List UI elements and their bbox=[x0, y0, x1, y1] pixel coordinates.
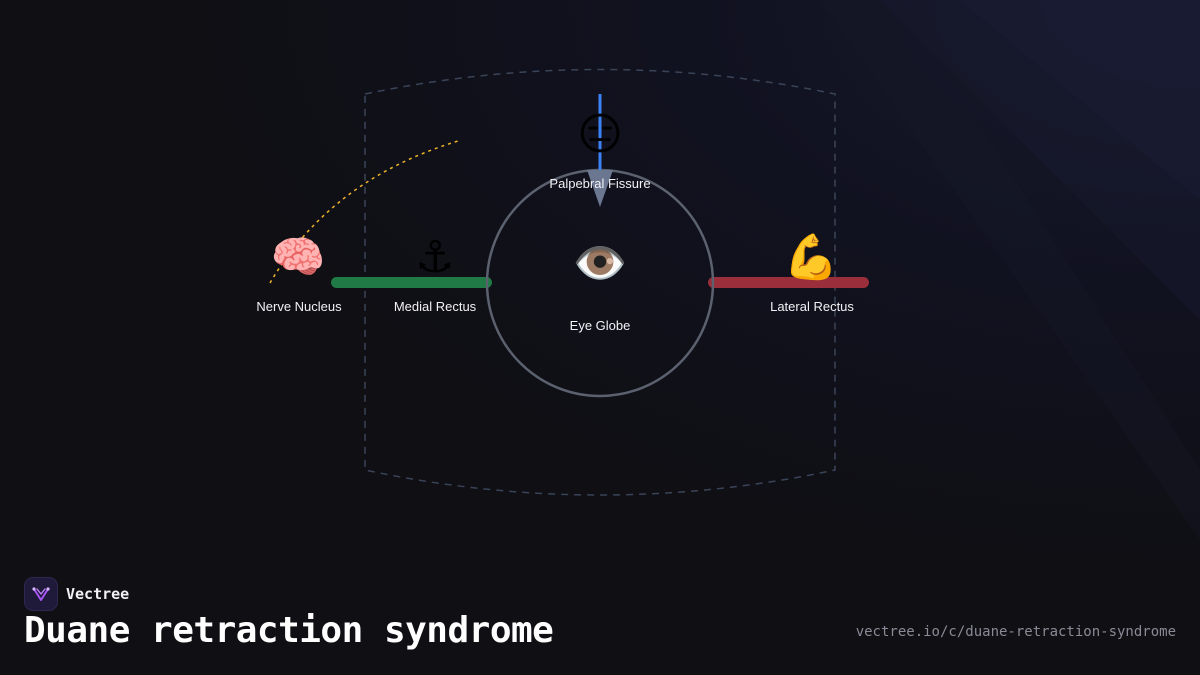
brand: Vectree bbox=[24, 577, 129, 611]
eye-icon: 👁️ bbox=[572, 238, 628, 289]
brain-icon: 🧠 bbox=[270, 232, 326, 283]
nerve-nucleus-label: Nerve Nucleus bbox=[256, 299, 342, 314]
brand-name: Vectree bbox=[66, 585, 130, 603]
orbit-outline bbox=[364, 68, 836, 496]
fissure-arrow bbox=[587, 170, 613, 207]
lateral-rectus-bar bbox=[708, 277, 869, 288]
medial-rectus-label: Medial Rectus bbox=[393, 299, 477, 314]
lateral-rectus-label: Lateral Rectus bbox=[770, 299, 854, 314]
expressionless-face-icon: 😑 bbox=[577, 109, 623, 160]
page-title: Duane retraction syndrome bbox=[24, 610, 554, 651]
eye-globe-label: Eye Globe bbox=[569, 318, 631, 333]
vectree-logo-icon bbox=[24, 577, 58, 611]
flexed-biceps-icon: 💪 bbox=[783, 232, 839, 283]
palpebral-fissure-label: Palpebral Fissure bbox=[549, 176, 651, 191]
medial-rectus-bar bbox=[331, 277, 492, 288]
anchor-icon: ⚓ bbox=[415, 232, 455, 283]
page-url[interactable]: vectree.io/c/duane-retraction-syndrome bbox=[855, 624, 1176, 640]
nerve-path bbox=[269, 140, 459, 284]
